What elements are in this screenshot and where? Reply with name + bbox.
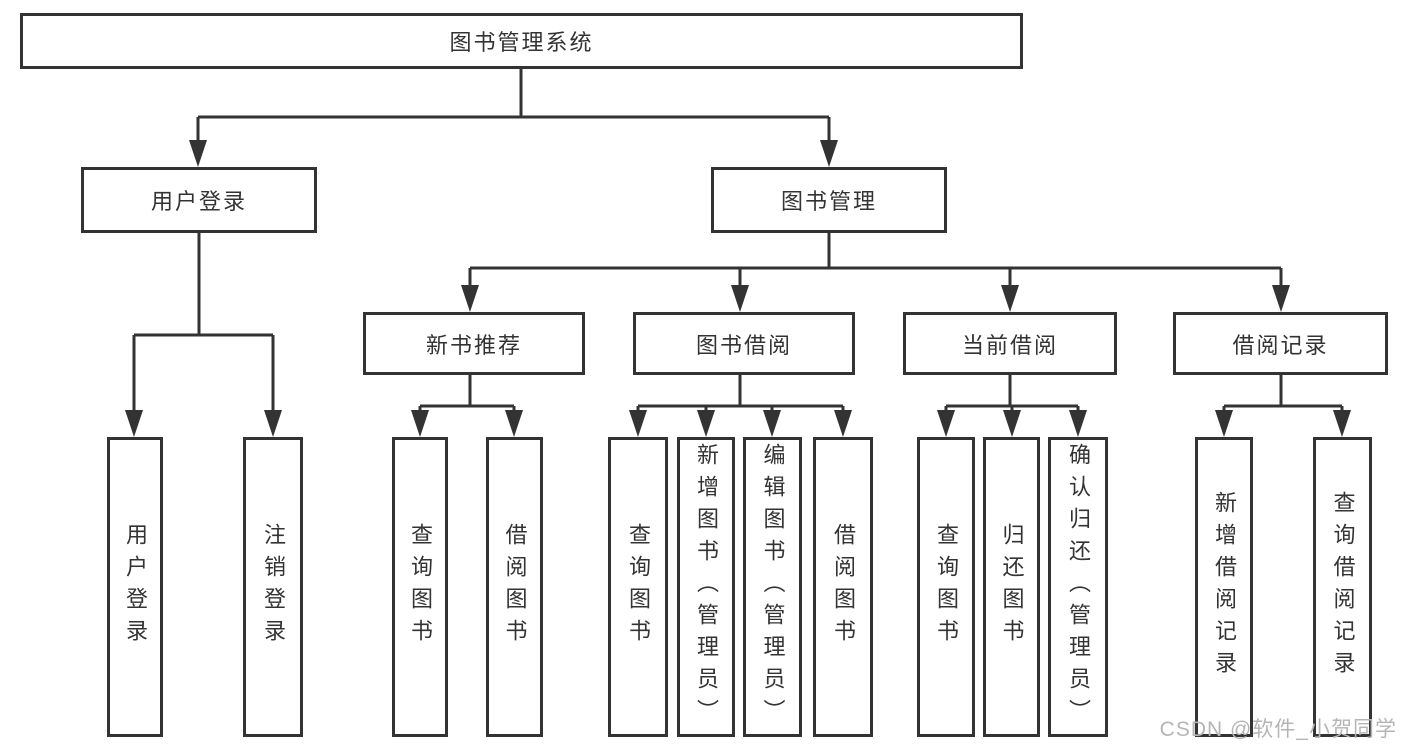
arrow-down-icon — [1069, 410, 1087, 437]
arrow-down-icon — [1272, 285, 1290, 312]
arrow-down-icon — [461, 285, 479, 312]
arrow-down-icon — [820, 140, 838, 167]
leaf-borrow-books-recommend: 借阅图书 — [486, 437, 543, 737]
leaf-user-login: 用户登录 — [107, 437, 163, 737]
arrow-down-icon — [505, 410, 523, 437]
leaf-logout: 注销登录 — [243, 437, 303, 737]
leaf-query-books-recommend: 查询图书 — [392, 437, 448, 737]
arrow-down-icon — [763, 410, 781, 437]
node-borrowing-records: 借阅记录 — [1173, 312, 1388, 375]
leaf-query-books-current: 查询图书 — [917, 437, 975, 737]
arrow-down-icon — [1003, 410, 1021, 437]
arrow-down-icon — [125, 410, 143, 437]
leaf-query-borrow-record: 查询借阅记录 — [1313, 437, 1372, 737]
node-user-login: 用户登录 — [81, 167, 317, 233]
node-new-book-recommendation: 新书推荐 — [363, 312, 585, 375]
watermark: CSDN @软件_小贺同学 — [1159, 718, 1397, 741]
leaf-add-borrow-record: 新增借阅记录 — [1195, 437, 1253, 737]
node-book-borrowing: 图书借阅 — [633, 312, 855, 375]
arrow-down-icon — [411, 410, 429, 437]
arrowhead-group — [125, 140, 1351, 437]
leaf-add-book-admin: 新增图书（管理员） — [677, 437, 735, 737]
arrow-down-icon — [1333, 410, 1351, 437]
arrow-down-icon — [697, 410, 715, 437]
arrow-down-icon — [189, 140, 207, 167]
arrow-down-icon — [731, 285, 749, 312]
leaf-return-book: 归还图书 — [983, 437, 1040, 737]
node-book-management: 图书管理 — [711, 167, 947, 233]
arrow-down-icon — [937, 410, 955, 437]
arrow-down-icon — [629, 410, 647, 437]
arrow-down-icon — [264, 410, 282, 437]
leaf-borrow-books: 借阅图书 — [813, 437, 873, 737]
node-library-management-system: 图书管理系统 — [20, 13, 1023, 69]
arrow-down-icon — [1001, 285, 1019, 312]
leaf-edit-book-admin: 编辑图书（管理员） — [743, 437, 802, 737]
arrow-down-icon — [1215, 410, 1233, 437]
node-current-borrowing: 当前借阅 — [903, 312, 1117, 375]
leaf-query-books-borrow: 查询图书 — [608, 437, 668, 737]
arrow-down-icon — [834, 410, 852, 437]
leaf-confirm-return-admin: 确认归还（管理员） — [1048, 437, 1108, 737]
